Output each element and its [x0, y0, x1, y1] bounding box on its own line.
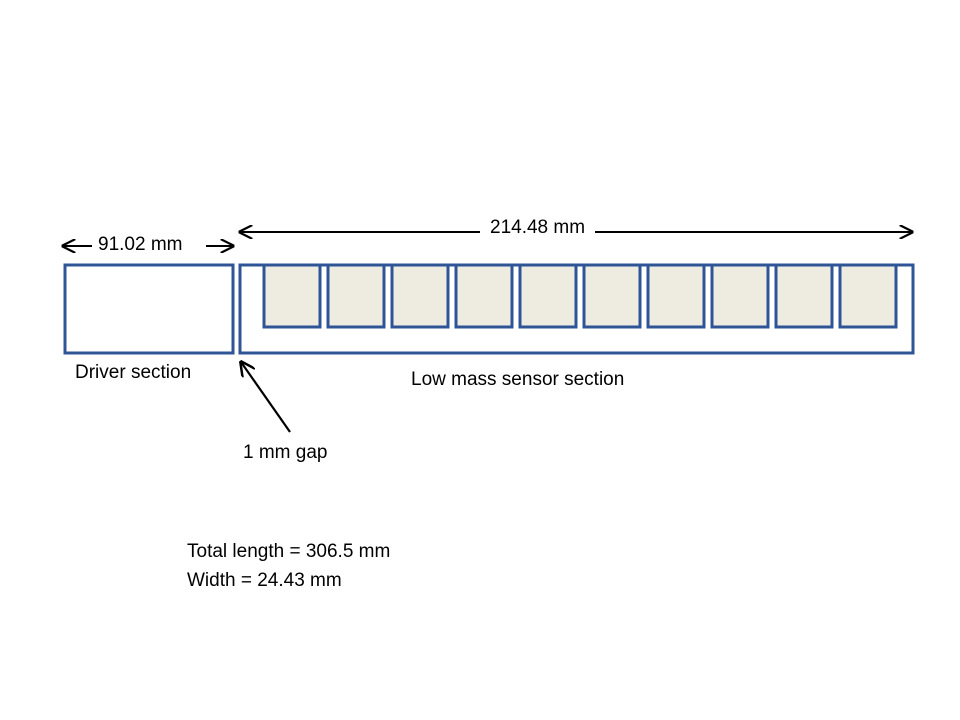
sensor-cells — [262, 263, 898, 329]
sensor-cell — [262, 263, 322, 329]
sensor-section-label: Low mass sensor section — [411, 369, 625, 391]
sensor-cell — [774, 263, 834, 329]
sensor-cell — [518, 263, 578, 329]
width-text: Width = 24.43 mm — [187, 570, 342, 591]
sensor-cell — [454, 263, 514, 329]
driver-section-box — [63, 263, 235, 355]
sensor-cell — [582, 263, 642, 329]
gap-label: 1 mm gap — [243, 442, 328, 464]
total-length-text: Total length = 306.5 mm — [187, 541, 391, 562]
sensor-cell — [326, 263, 386, 329]
sensor-cell — [646, 263, 706, 329]
sensor-cell — [838, 263, 898, 329]
driver-length-label: 91.02 mm — [98, 234, 183, 256]
gap-pointer-arrow — [241, 362, 291, 433]
summary-block: Total length = 306.5 mm Width = 24.43 mm — [187, 537, 390, 595]
driver-section-label: Driver section — [75, 362, 192, 384]
sensor-cell — [710, 263, 770, 329]
sensor-cell — [390, 263, 450, 329]
sensor-length-label: 214.48 mm — [480, 217, 596, 239]
